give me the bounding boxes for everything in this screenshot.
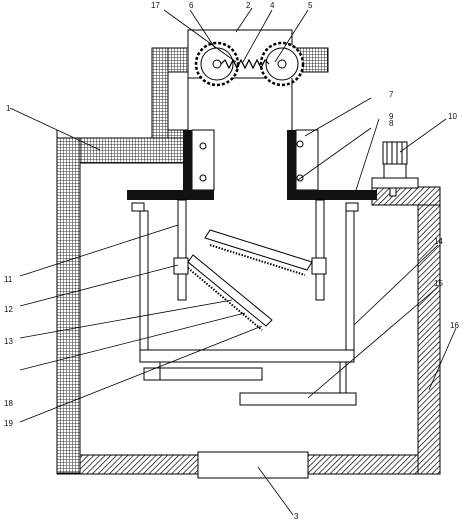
left-bracket [183, 129, 215, 191]
label-11: 11 [4, 275, 13, 284]
screen-lower [187, 254, 273, 331]
part-labels: 1 2 3 4 5 6 7 8 9 10 11 12 13 14 15 16 1… [4, 1, 459, 521]
feed-pipe [56, 47, 329, 474]
label-13: 13 [4, 337, 13, 346]
label-15: 15 [434, 279, 443, 288]
label-4: 4 [270, 1, 275, 10]
label-10: 10 [448, 112, 457, 121]
label-12: 12 [4, 305, 13, 314]
outlet [197, 451, 309, 479]
leader-lines [9, 7, 457, 516]
gear-right [259, 41, 305, 87]
label-3: 3 [294, 512, 299, 521]
motor [371, 141, 419, 197]
spring [220, 58, 270, 70]
label-6: 6 [189, 1, 194, 10]
label-16: 16 [450, 321, 459, 330]
label-7: 7 [389, 90, 394, 99]
lower-frame [139, 349, 357, 406]
label-9: 9 [389, 112, 394, 121]
hangers [139, 199, 355, 362]
label-19: 19 [4, 419, 13, 428]
gear-left [194, 41, 240, 87]
right-bracket [287, 129, 319, 191]
label-18: 18 [4, 399, 13, 408]
label-17: 17 [151, 1, 160, 10]
screen-upper [204, 229, 313, 276]
label-14: 14 [434, 237, 443, 246]
label-1: 1 [6, 104, 11, 113]
label-8: 8 [389, 119, 394, 128]
top-plate [127, 190, 377, 212]
label-2: 2 [246, 1, 251, 10]
label-5: 5 [308, 1, 313, 10]
